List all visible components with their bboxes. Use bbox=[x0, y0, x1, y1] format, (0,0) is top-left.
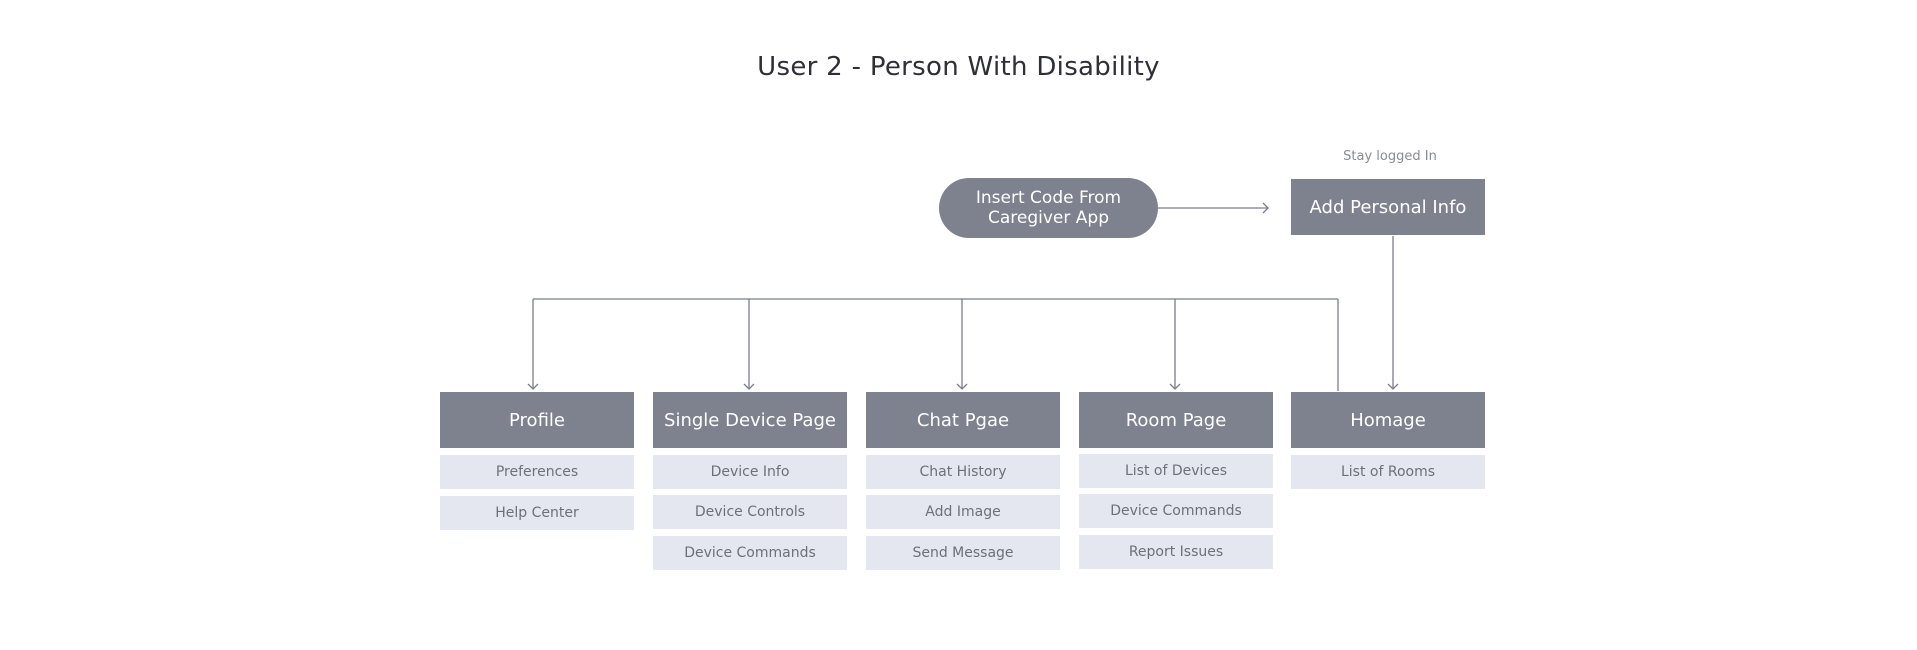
page-node-chat: Chat Pgae bbox=[866, 392, 1060, 448]
sub-item: Add Image bbox=[866, 495, 1060, 529]
stay-logged-in-note: Stay logged In bbox=[1343, 149, 1437, 164]
sub-item: List of Rooms bbox=[1291, 455, 1485, 489]
sub-item: Device Controls bbox=[653, 495, 847, 529]
sub-item: Help Center bbox=[440, 496, 634, 530]
sub-item: Chat History bbox=[866, 455, 1060, 489]
sub-item: Preferences bbox=[440, 455, 634, 489]
sub-item: Device Info bbox=[653, 455, 847, 489]
page-node-single-device: Single Device Page bbox=[653, 392, 847, 448]
page-node-profile: Profile bbox=[440, 392, 634, 448]
diagram-title: User 2 - Person With Disability bbox=[757, 52, 1160, 82]
sub-item: Device Commands bbox=[1079, 494, 1273, 528]
add-personal-info-node: Add Personal Info bbox=[1291, 179, 1485, 235]
page-node-room: Room Page bbox=[1079, 392, 1273, 448]
sub-item: Device Commands bbox=[653, 536, 847, 570]
page-node-homage: Homage bbox=[1291, 392, 1485, 448]
insert-code-node: Insert Code From Caregiver App bbox=[939, 178, 1158, 238]
sub-item: Send Message bbox=[866, 536, 1060, 570]
sub-item: List of Devices bbox=[1079, 454, 1273, 488]
sub-item: Report Issues bbox=[1079, 535, 1273, 569]
